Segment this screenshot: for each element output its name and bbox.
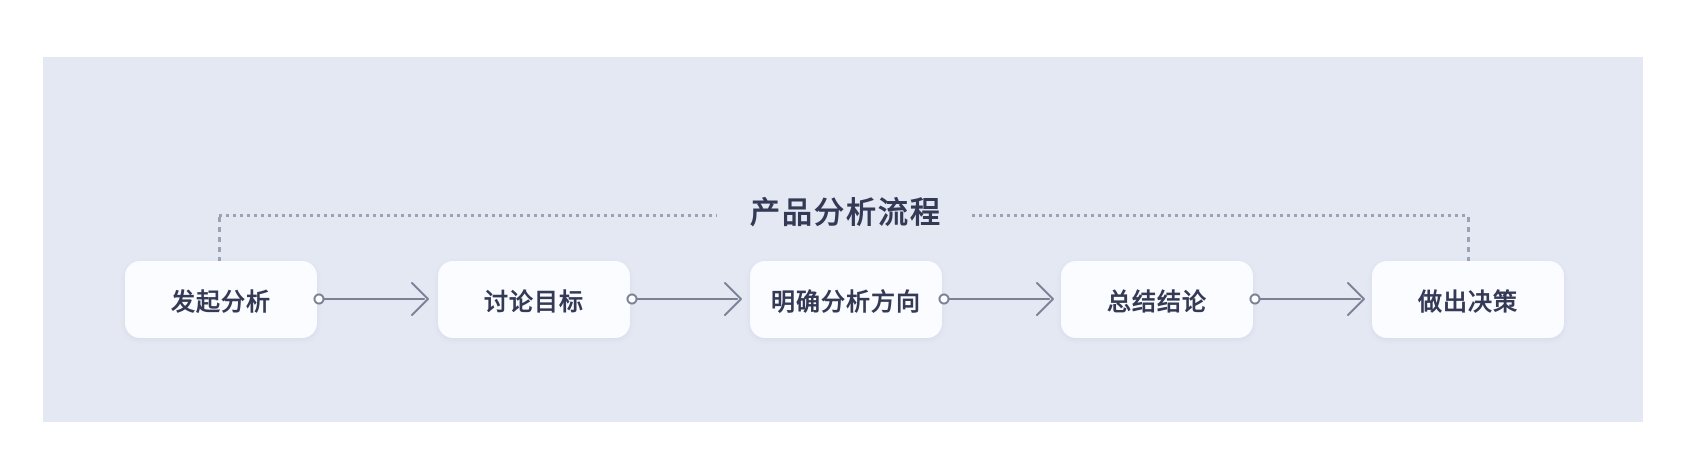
- flow-panel: 产品分析流程 发起分析 讨论目标 明确分析方向 总结结论 做出决策: [43, 57, 1643, 422]
- flow-step-1: 发起分析: [125, 261, 317, 338]
- flow-step-3: 明确分析方向: [750, 261, 942, 338]
- flow-step-2: 讨论目标: [438, 261, 630, 338]
- flow-arrow-icon: [626, 282, 742, 316]
- flow-step-5-label: 做出决策: [1418, 289, 1518, 316]
- title-bracket-left-dashed-stub: [218, 217, 221, 263]
- flow-arrow-icon: [938, 282, 1054, 316]
- flow-step-5: 做出决策: [1372, 261, 1564, 338]
- flow-step-4: 总结结论: [1061, 261, 1253, 338]
- flow-arrow-icon: [1249, 282, 1365, 316]
- title-bracket-right-dotted-line: [972, 214, 1469, 217]
- title-bracket-left-dotted-line: [219, 214, 717, 217]
- flow-step-4-label: 总结结论: [1107, 289, 1207, 316]
- flow-step-3-label: 明确分析方向: [771, 289, 921, 316]
- flow-step-2-label: 讨论目标: [484, 289, 584, 316]
- diagram-title: 产品分析流程: [750, 197, 942, 230]
- title-bracket-right-dashed-stub: [1467, 217, 1470, 263]
- flow-arrow-icon: [313, 282, 429, 316]
- flow-step-1-label: 发起分析: [171, 289, 271, 316]
